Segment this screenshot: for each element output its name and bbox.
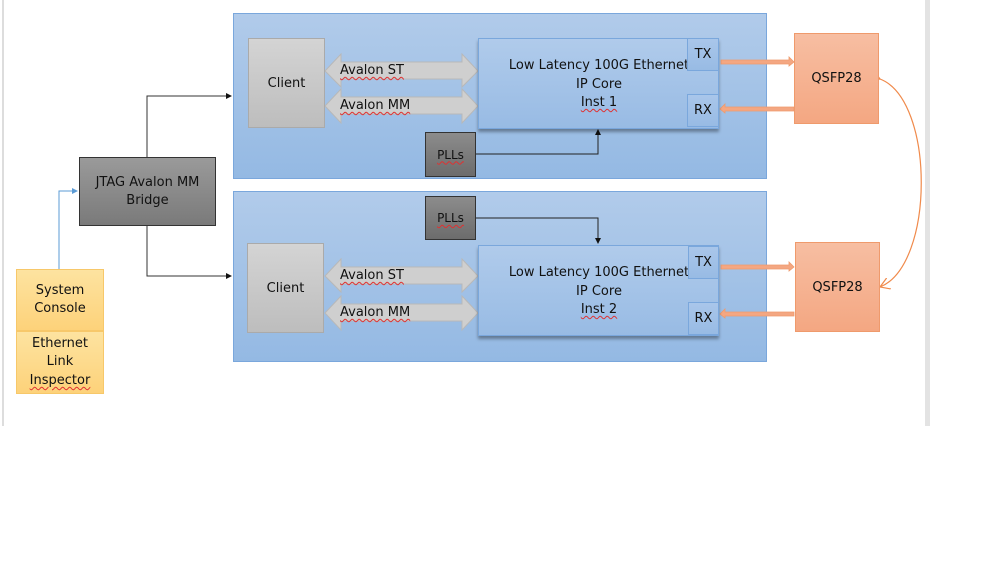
avalon-st-label-1: Avalon ST: [340, 63, 404, 78]
tx-port-1: TX: [687, 38, 719, 71]
tx-port-2: TX: [688, 246, 719, 279]
client-2: Client: [247, 243, 324, 333]
plls-1: PLLs: [425, 132, 476, 177]
jtag-to-inst1-line: [146, 93, 232, 157]
jtag-to-inst2-line: [146, 225, 232, 279]
tx1-arrow: [720, 56, 795, 67]
rx1-arrow: [719, 103, 795, 114]
qsfp28-2: QSFP28: [795, 242, 880, 332]
tx2-arrow: [720, 261, 795, 272]
page-right-border: [925, 0, 930, 426]
rx-port-2: RX: [688, 302, 719, 335]
avalon-mm-label-1: Avalon MM: [340, 98, 411, 113]
rx2-arrow: [719, 308, 795, 319]
avalon-st-label-2: Avalon ST: [340, 268, 404, 283]
qsfp-loopback-link: [880, 79, 922, 287]
bus-arrows: [324, 52, 479, 332]
console-to-jtag-line: [58, 188, 78, 269]
rx-port-1: RX: [687, 94, 719, 127]
client-1: Client: [248, 38, 325, 128]
avalon-mm-label-2: Avalon MM: [340, 305, 411, 320]
pll1-to-core1-line: [475, 129, 601, 155]
pll2-to-core2-line: [475, 217, 601, 244]
client-1-label: Client: [267, 75, 306, 91]
page-left-border: [2, 0, 4, 426]
qsfp28-1: QSFP28: [794, 33, 879, 124]
client-2-label: Client: [266, 280, 305, 296]
plls-2: PLLs: [425, 196, 476, 240]
